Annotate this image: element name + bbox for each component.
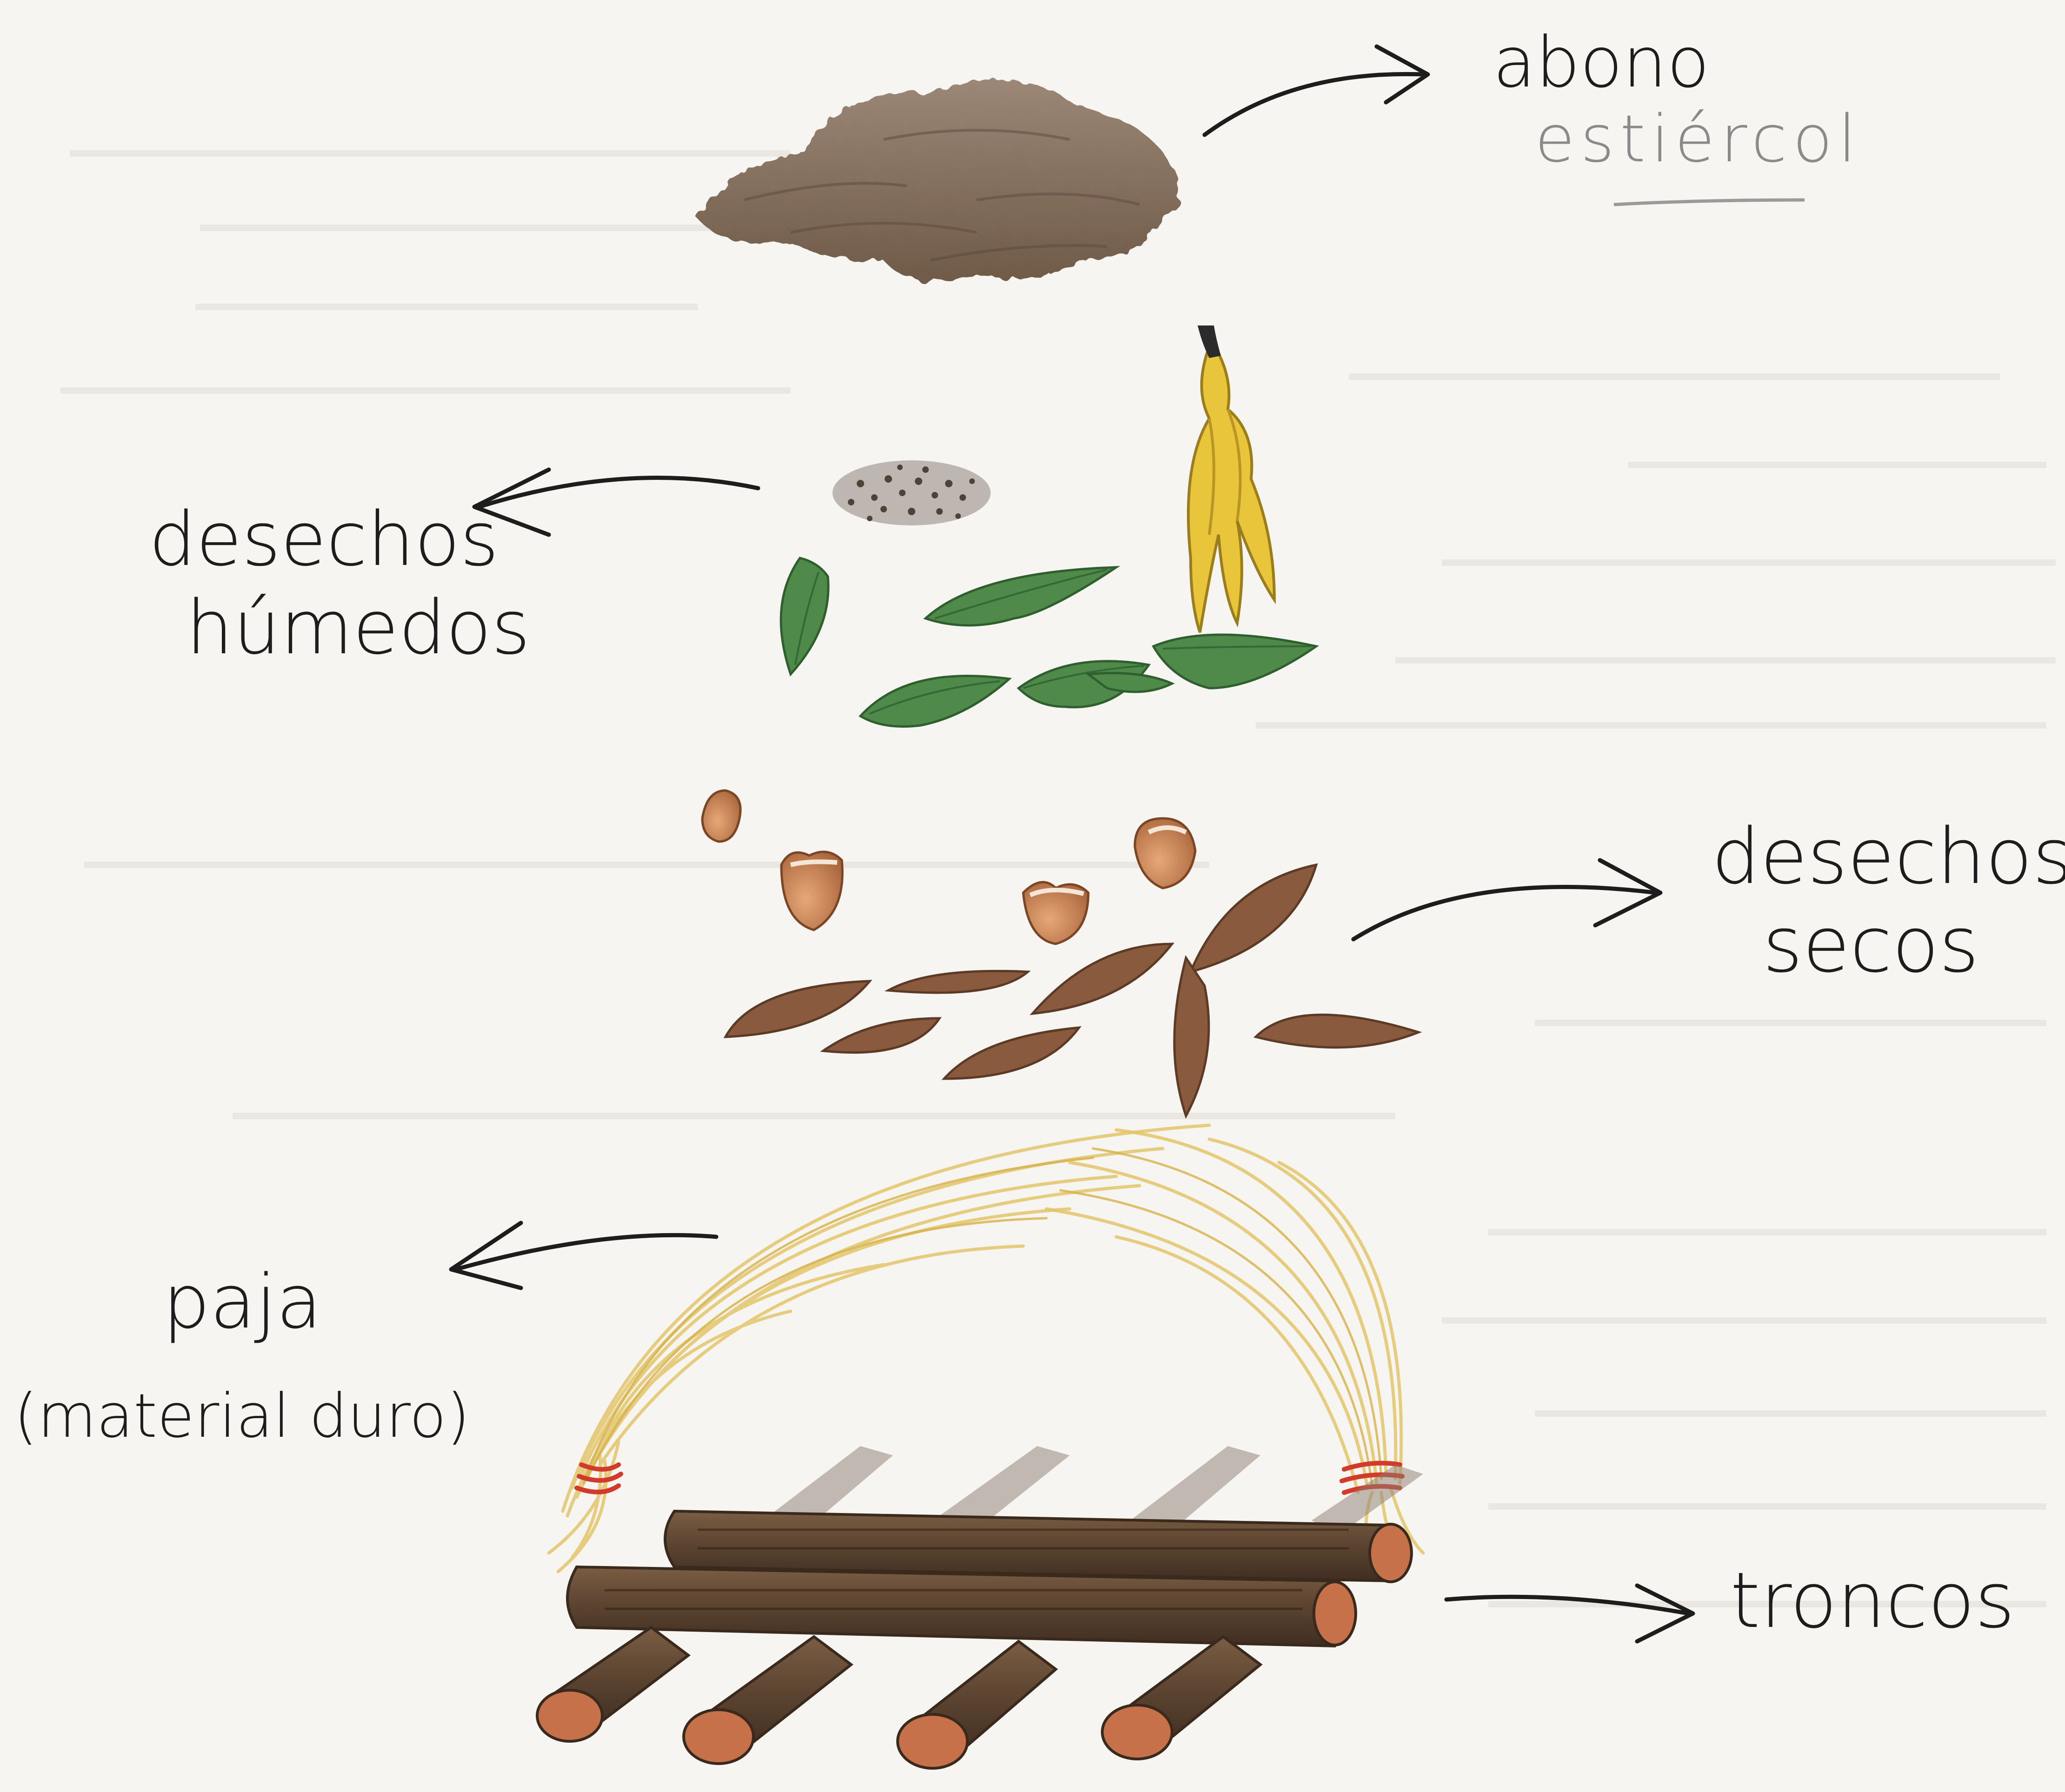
label-material-duro: (material duro) — [14, 1386, 470, 1446]
logs — [537, 1446, 1423, 1768]
label-estiercol: estiércol — [1535, 107, 1862, 172]
arrow-to-desechos-secos — [1353, 860, 1660, 939]
arrow-to-paja — [451, 1223, 716, 1288]
coffee-grounds — [833, 460, 991, 525]
wet-waste — [781, 325, 1316, 727]
dry-waste — [702, 790, 1419, 1116]
label-troncos: troncos — [1730, 1562, 2015, 1639]
arrow-to-desechos-humedos — [474, 470, 758, 535]
label-abono: abono — [1493, 28, 1710, 98]
arrow-to-troncos — [1446, 1586, 1693, 1641]
manure-pile — [698, 80, 1179, 281]
label-paja: paja — [163, 1265, 322, 1339]
label-desechos-humedos-line1: desechos — [149, 502, 499, 577]
label-desechos-secos-line1: desechos — [1712, 818, 2065, 895]
estiercol-underline — [1614, 200, 1805, 205]
banana-peel — [1188, 325, 1274, 632]
label-desechos-secos-line2: secos — [1763, 907, 1979, 983]
arrow-to-abono — [1205, 46, 1428, 135]
label-desechos-humedos-line2: húmedos — [186, 591, 530, 665]
